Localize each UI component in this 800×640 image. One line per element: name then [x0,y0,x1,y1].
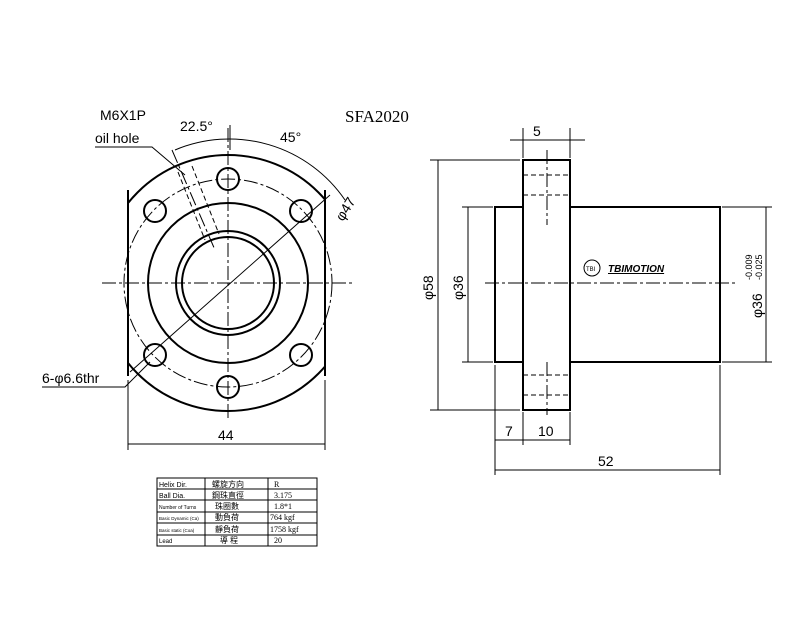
offset-dim-7: 7 [505,423,513,439]
svg-text:1.8*1: 1.8*1 [274,502,292,511]
svg-text:20: 20 [274,536,282,545]
svg-text:螺旋方向: 螺旋方向 [212,479,244,489]
logo-mark: TBI [586,267,596,273]
spec-row: Basic Dynamic (Ca) 動負荷 764 kgf [159,512,295,522]
svg-text:靜負荷: 靜負荷 [215,524,239,534]
svg-text:R: R [274,480,280,489]
spec-row: Lead 導 程 20 [159,535,282,545]
oil-hole-thread-label: M6X1P [100,107,146,123]
svg-text:Basic static (Coa): Basic static (Coa) [159,528,195,533]
body-dia-dim: φ36 [450,275,466,300]
spec-row: Ball Dia. 鋼珠直徑 3.175 [159,490,292,500]
part-title: SFA2020 [345,107,409,126]
tolerance-upper: -0.009 [744,254,754,280]
svg-text:Ball Dia.: Ball Dia. [159,493,185,500]
svg-text:鋼珠直徑: 鋼珠直徑 [212,490,244,500]
flange-thickness-dim: 5 [533,123,541,139]
spec-row: Basic static (Coa) 靜負荷 1758 kgf [159,524,299,534]
width-dim-44: 44 [218,427,234,443]
svg-text:Helix Dir.: Helix Dir. [159,482,187,489]
brand-name: TBIMOTION [608,264,665,275]
length-dim-52: 52 [598,453,614,469]
spec-table: Helix Dir. 螺旋方向 R Ball Dia. 鋼珠直徑 3.175 Numbe… [156,477,318,547]
svg-text:動負荷: 動負荷 [215,512,239,522]
svg-text:1758 kgf: 1758 kgf [270,525,299,534]
flange-dia-dim: φ58 [420,275,436,300]
svg-text:3.175: 3.175 [274,491,292,500]
nut-body [494,206,721,363]
bolt-circle-dim: φ47 [332,194,359,224]
svg-text:Number of Turns: Number of Turns [159,505,197,511]
svg-text:Lead: Lead [159,539,172,545]
spec-row: Number of Turns 珠圈數 1.8*1 [159,501,292,511]
mount-hole-label: 6-φ6.6thr [42,370,100,386]
front-view: 22.5° 45° M6X1P oil hole φ47 6-φ6.6thr 4… [42,107,359,450]
angle-arc [174,138,346,201]
fit-dia-dim: φ36 [749,293,765,318]
side-view: 5 φ58 φ36 φ36 -0.009 -0.025 TBI TBIMOTIO… [420,123,772,475]
svg-text:導 程: 導 程 [220,535,238,545]
svg-text:Basic Dynamic (Ca): Basic Dynamic (Ca) [159,516,199,521]
oil-hole-label: oil hole [95,130,140,146]
svg-text:珠圈數: 珠圈數 [215,501,239,511]
trimotion-logo: TBI TBIMOTION [583,259,665,277]
flange-width-dim-10: 10 [538,423,554,439]
tolerance-lower: -0.025 [754,254,764,280]
oil-hole [171,149,220,251]
angle-22-5-label: 22.5° [180,118,213,134]
angle-45-label: 45° [280,129,301,145]
svg-text:764 kgf: 764 kgf [270,513,295,522]
spec-row: Helix Dir. 螺旋方向 R [159,479,280,489]
